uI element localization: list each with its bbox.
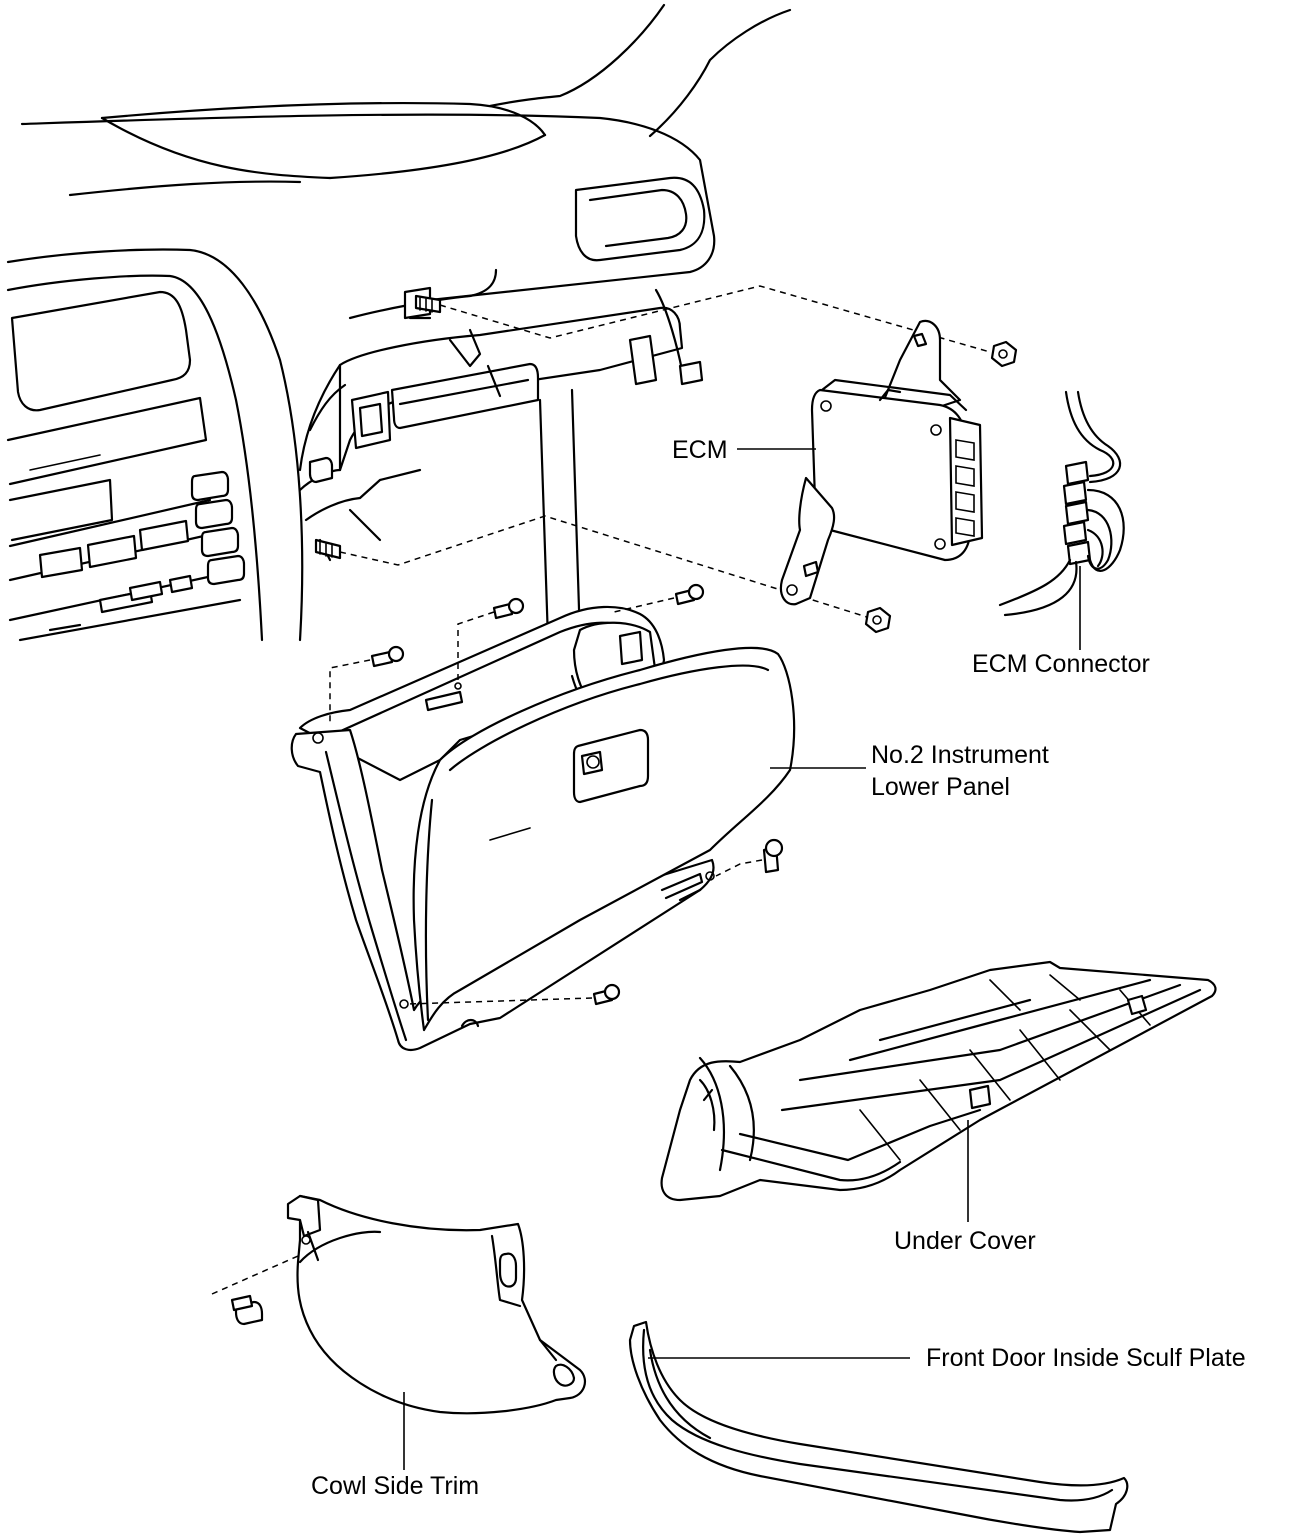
- label-no2-instrument-lower-panel-line2: Lower Panel: [871, 773, 1010, 801]
- clip-icon: [230, 1294, 264, 1326]
- screw-icon: [592, 983, 621, 1006]
- nut-icon: [990, 340, 1018, 368]
- label-ecm: ECM: [672, 436, 728, 464]
- screw-icon: [314, 538, 342, 560]
- screw-icon: [414, 294, 442, 314]
- cowl-side-trim: [286, 1194, 587, 1415]
- front-door-inside-scuff-plate: [628, 1320, 1129, 1534]
- screw-icon: [492, 597, 525, 620]
- label-ecm-connector: ECM Connector: [972, 650, 1150, 678]
- nut-icon: [864, 606, 892, 634]
- screw-icon: [370, 645, 405, 668]
- dashboard: [6, 3, 792, 642]
- label-cowl-side-trim: Cowl Side Trim: [311, 1472, 479, 1500]
- label-front-door-inside-scuff-plate: Front Door Inside Sculf Plate: [926, 1344, 1246, 1372]
- ecm-unit: [779, 319, 984, 606]
- ecm-connector: [998, 390, 1125, 617]
- screw-icon: [762, 838, 784, 874]
- screw-icon: [674, 583, 705, 606]
- no2-instrument-lower-panel: [290, 605, 796, 1051]
- label-under-cover: Under Cover: [894, 1227, 1036, 1255]
- label-no2-instrument-lower-panel-line1: No.2 Instrument: [871, 741, 1049, 769]
- under-cover: [660, 960, 1217, 1202]
